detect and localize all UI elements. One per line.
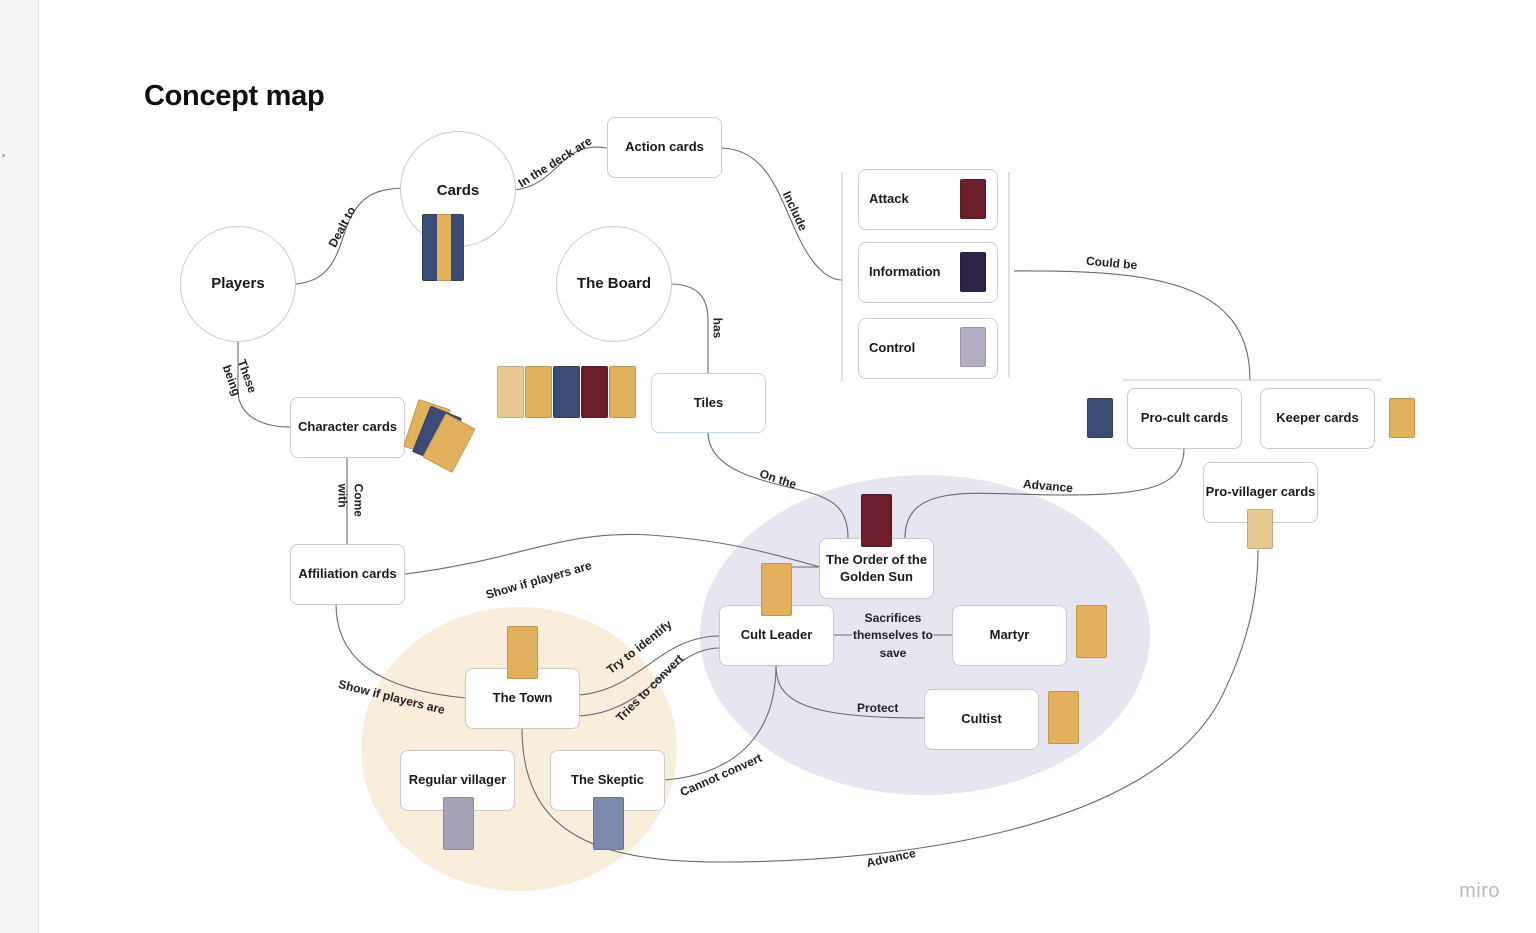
node-order[interactable]: The Order of the Golden Sun xyxy=(819,538,934,599)
skeptic-card-image xyxy=(593,797,624,850)
node-cultist-label: Cultist xyxy=(961,711,1002,727)
order-card-image xyxy=(861,494,892,547)
information-card-image xyxy=(960,252,986,292)
node-the-board[interactable]: The Board xyxy=(556,226,672,342)
node-character-cards-label: Character cards xyxy=(298,419,397,435)
page-title: Concept map xyxy=(144,80,325,112)
node-the-skeptic-label: The Skeptic xyxy=(571,772,644,788)
edge-leader-cultist xyxy=(775,664,925,719)
pro-villager-card-image xyxy=(1247,509,1273,549)
node-cards-label: Cards xyxy=(436,182,480,199)
edge-label-sacrifices: Sacrifices themselves to save xyxy=(852,610,934,663)
martyr-card-image xyxy=(1076,605,1107,658)
node-action-cards-label: Action cards xyxy=(625,139,704,155)
node-players[interactable]: Players xyxy=(180,226,296,342)
node-action-cards[interactable]: Action cards xyxy=(607,117,722,178)
edge-town-advance xyxy=(521,549,1259,863)
miro-logo: miro xyxy=(1459,880,1500,902)
node-order-label: The Order of the Golden Sun xyxy=(825,551,928,584)
edge-players-character xyxy=(237,342,292,428)
control-card-image xyxy=(960,327,986,367)
tiles-image-4 xyxy=(581,366,608,418)
node-pro-villager-cards-label: Pro-villager cards xyxy=(1205,484,1316,500)
edge-cards-action xyxy=(513,146,608,191)
cards-deck-image xyxy=(422,214,464,281)
edge-affiliation-order xyxy=(404,533,821,575)
cult-leader-card-image xyxy=(761,563,792,616)
node-tiles[interactable]: Tiles xyxy=(651,373,766,433)
pro-cult-card-image xyxy=(1087,398,1113,438)
node-affiliation-cards-label: Affiliation cards xyxy=(298,566,397,582)
node-character-cards[interactable]: Character cards xyxy=(290,397,405,458)
node-pro-cult-cards-label: Pro-cult cards xyxy=(1140,410,1229,426)
edge-label-come-with: Come with xyxy=(336,483,366,517)
edge-board-tiles xyxy=(669,283,709,373)
node-attack-label: Attack xyxy=(869,191,909,207)
attack-card-image xyxy=(960,179,986,219)
edge-action-include xyxy=(721,147,843,281)
node-keeper-cards[interactable]: Keeper cards xyxy=(1260,388,1375,449)
tiles-image-5 xyxy=(609,366,636,418)
node-cultist[interactable]: Cultist xyxy=(924,689,1039,750)
node-keeper-cards-label: Keeper cards xyxy=(1276,410,1359,426)
node-affiliation-cards[interactable]: Affiliation cards xyxy=(290,544,405,605)
tiles-image-1 xyxy=(497,366,524,418)
node-pro-cult-cards[interactable]: Pro-cult cards xyxy=(1127,388,1242,449)
node-cult-leader-label: Cult Leader xyxy=(740,627,813,643)
node-the-board-label: The Board xyxy=(576,275,652,293)
edge-affiliation-town xyxy=(335,603,467,699)
tiles-image-2 xyxy=(525,366,552,418)
edge-skeptic-leader xyxy=(663,664,777,781)
node-players-label: Players xyxy=(211,275,265,293)
town-card-image xyxy=(507,626,538,679)
toolbar-dot xyxy=(2,154,5,157)
tiles-image-3 xyxy=(553,366,580,418)
node-regular-villager-label: Regular villager xyxy=(408,772,507,788)
node-the-town-label: The Town xyxy=(492,690,553,706)
edge-players-cards xyxy=(295,187,402,285)
regular-villager-card-image xyxy=(443,797,474,850)
edge-town-convert xyxy=(578,647,721,717)
keeper-card-image xyxy=(1389,398,1415,438)
left-toolbar xyxy=(0,0,38,933)
node-control-label: Control xyxy=(869,340,916,356)
node-martyr[interactable]: Martyr xyxy=(952,605,1067,666)
edge-label-protect: Protect xyxy=(857,701,899,715)
node-martyr-label: Martyr xyxy=(989,627,1030,643)
edge-tiles-order xyxy=(707,431,849,539)
edge-could-be xyxy=(1013,270,1251,381)
cultist-card-image xyxy=(1048,691,1079,744)
node-information-label: Information xyxy=(869,264,941,280)
edge-procult-order xyxy=(904,447,1185,539)
edge-label-has: has xyxy=(710,317,725,339)
edge-town-identify xyxy=(578,635,721,696)
node-tiles-label: Tiles xyxy=(693,394,724,410)
